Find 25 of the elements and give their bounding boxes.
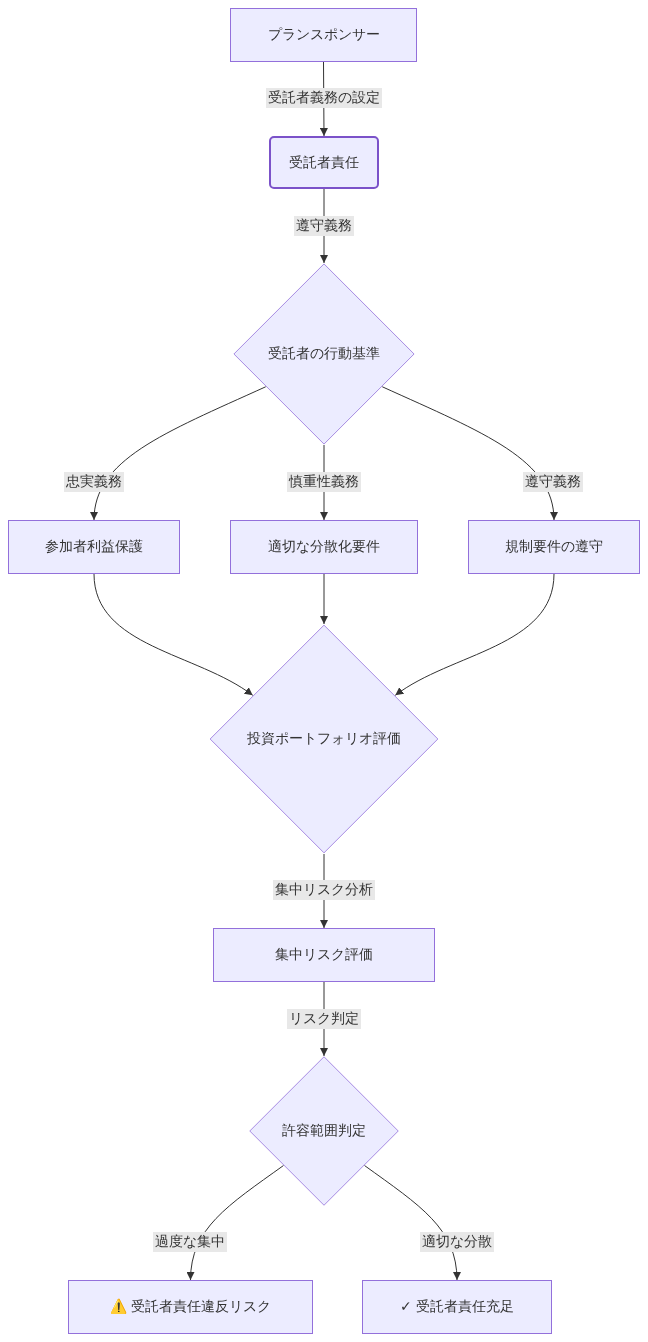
- process-box: 規制要件の遵守: [468, 520, 640, 574]
- arrow: [381, 386, 558, 521]
- edge-label: 集中リスク分析: [273, 880, 375, 900]
- edge-label: 過度な集中: [153, 1232, 227, 1252]
- process-box: プランスポンサー: [230, 8, 417, 62]
- process-box: ⚠ 受託者責任違反リスク: [68, 1280, 313, 1334]
- arrow: [320, 573, 328, 625]
- decision-diamond: 許容範囲判定: [249, 1056, 399, 1206]
- edge-label: 忠実義務: [64, 472, 124, 492]
- arrow: [394, 573, 555, 696]
- decision-diamond: 投資ポートフォリオ評価: [209, 624, 439, 854]
- process-box: 適切な分散化要件: [230, 520, 418, 574]
- edge-label: 適切な分散: [420, 1232, 494, 1252]
- arrow: [90, 386, 267, 521]
- process-box: 参加者利益保護: [8, 520, 180, 574]
- arrow: [93, 573, 254, 696]
- edge-label: 慎重性義務: [287, 472, 361, 492]
- process-box: 集中リスク評価: [213, 928, 435, 982]
- edge-label: 遵守義務: [294, 216, 354, 236]
- edge-label: 受託者義務の設定: [266, 88, 382, 108]
- edge-label: 遵守義務: [523, 472, 583, 492]
- decision-diamond: 受託者の行動基準: [233, 263, 415, 445]
- edge-label: リスク判定: [287, 1009, 361, 1029]
- process-box: 受託者責任: [269, 136, 379, 189]
- process-box: ✓ 受託者責任充足: [362, 1280, 552, 1334]
